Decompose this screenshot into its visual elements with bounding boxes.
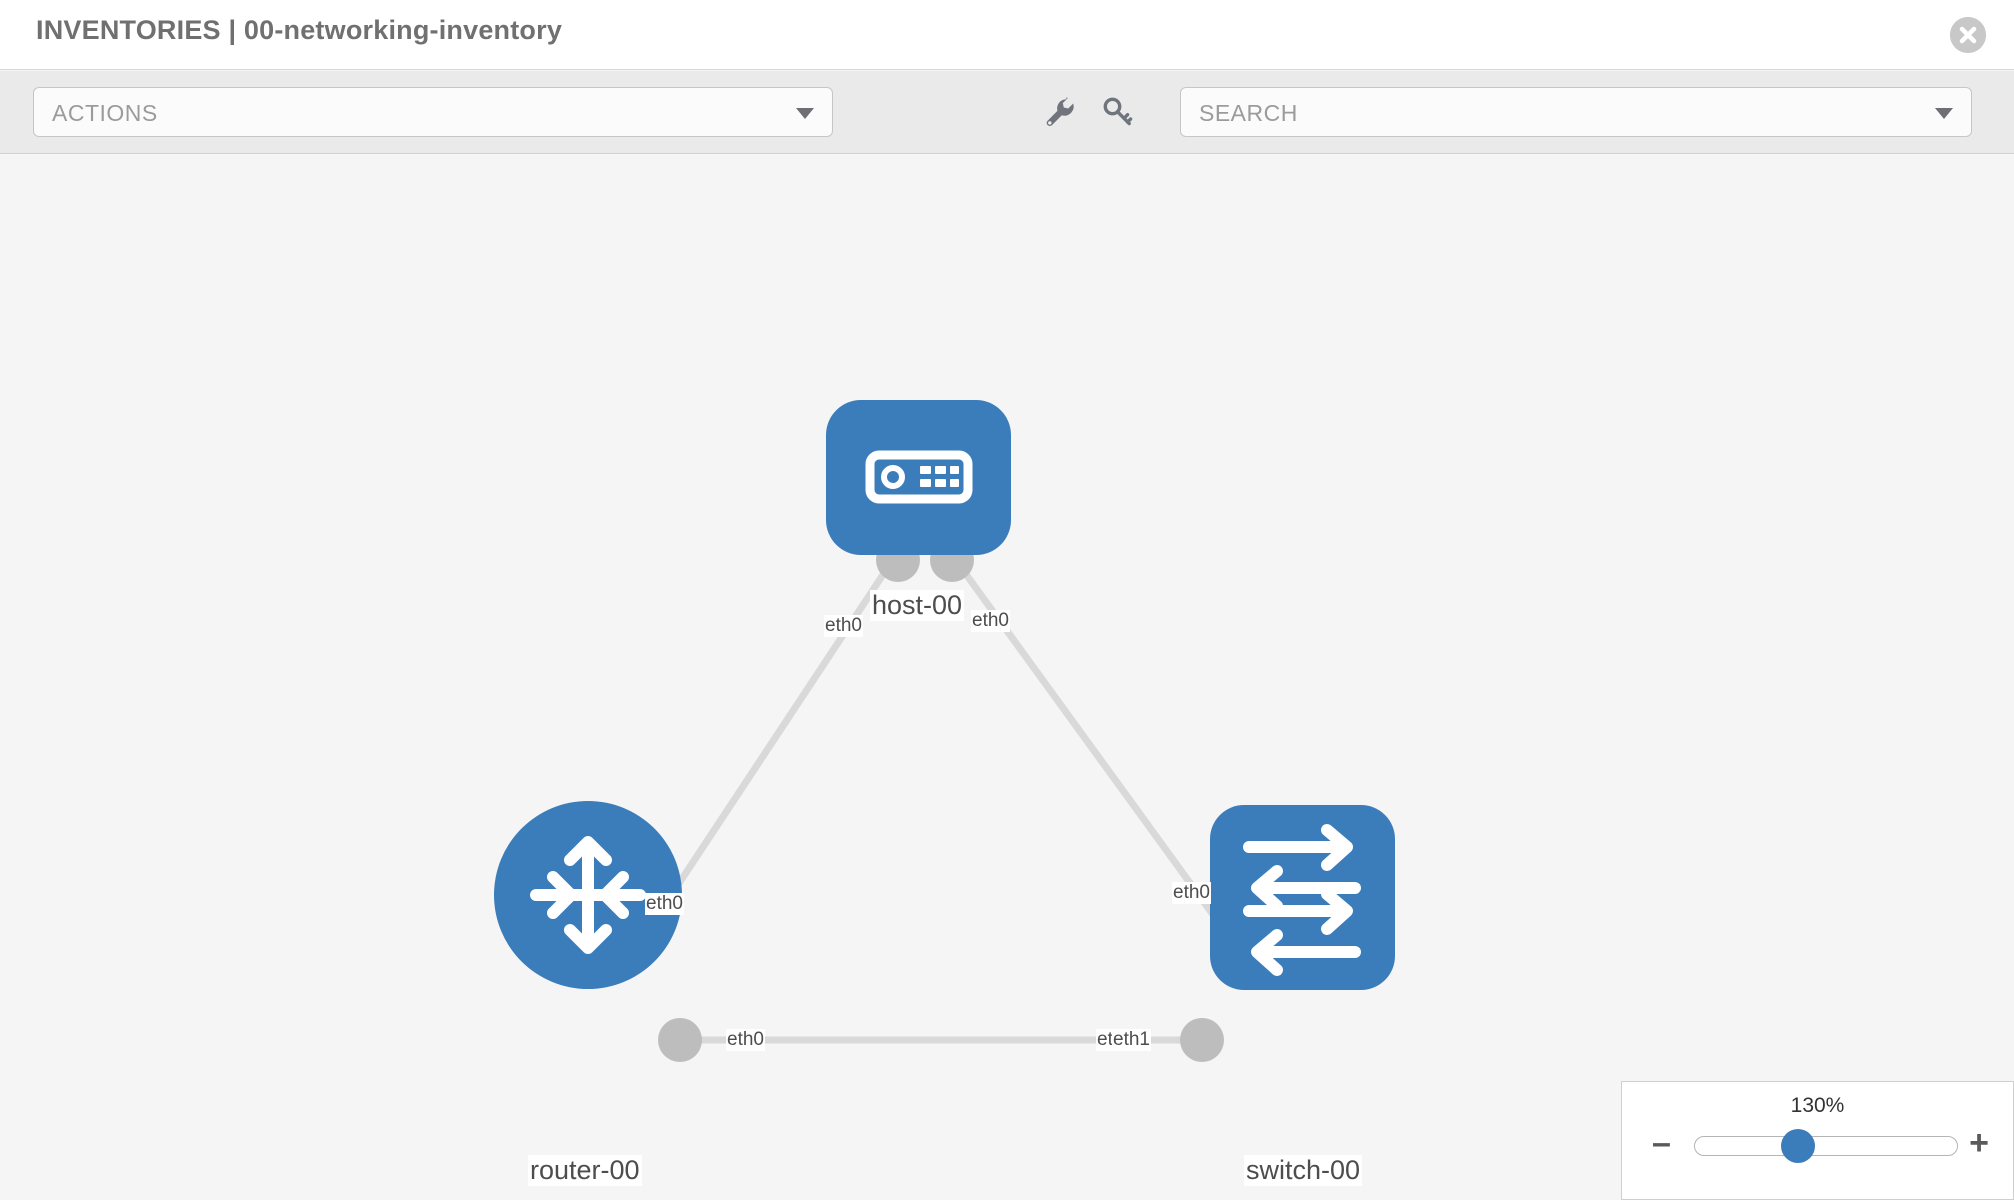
node-label-host-00[interactable]: host-00 bbox=[870, 590, 965, 621]
node-label-switch-00[interactable]: switch-00 bbox=[1244, 1155, 1363, 1186]
zoom-control-panel: 130% – + bbox=[1621, 1081, 2014, 1200]
page-header: INVENTORIES | 00-networking-inventory bbox=[0, 0, 2014, 70]
server-icon bbox=[865, 450, 973, 504]
actions-dropdown[interactable]: ACTIONS bbox=[33, 87, 833, 137]
topology-toolbar: ACTIONS SEARCH bbox=[0, 71, 2014, 154]
switch-arrows-icon bbox=[1243, 824, 1361, 976]
node-host-00 bbox=[826, 400, 1011, 555]
iface-label: eth1 bbox=[1112, 1029, 1151, 1051]
iface-label: eth0 bbox=[971, 610, 1010, 632]
zoom-level-value: 130% bbox=[1790, 1094, 1845, 1117]
iface-label: eth0 bbox=[645, 893, 684, 915]
zoom-out-button[interactable]: – bbox=[1652, 1124, 1671, 1162]
zoom-in-button[interactable]: + bbox=[1969, 1124, 1989, 1162]
page-title: INVENTORIES | 00-networking-inventory bbox=[36, 15, 563, 45]
router-arrows-icon bbox=[530, 836, 646, 954]
close-icon[interactable] bbox=[1950, 17, 1986, 53]
node-router-00 bbox=[494, 801, 682, 989]
search-placeholder: SEARCH bbox=[1199, 100, 1298, 126]
zoom-slider-thumb[interactable] bbox=[1781, 1129, 1815, 1163]
iface-label: eth0 bbox=[824, 615, 863, 637]
endpoint-switch-left bbox=[1180, 1018, 1224, 1062]
iface-label: eth0 bbox=[726, 1029, 765, 1051]
wrench-icon[interactable] bbox=[1040, 93, 1078, 131]
topology-links bbox=[622, 552, 1238, 1044]
node-switch-00 bbox=[1210, 805, 1395, 990]
chevron-down-icon[interactable] bbox=[1935, 108, 1953, 119]
chevron-down-icon bbox=[796, 108, 814, 119]
endpoint-router-right bbox=[658, 1018, 702, 1062]
topology-canvas[interactable]: host-00 router-00 switch-00 eth0 eth0 et… bbox=[0, 155, 2014, 1200]
actions-dropdown-label: ACTIONS bbox=[52, 100, 158, 126]
zoom-slider-track[interactable] bbox=[1694, 1136, 1958, 1156]
iface-label: eth0 bbox=[1172, 882, 1211, 904]
node-label-router-00[interactable]: router-00 bbox=[528, 1155, 642, 1186]
search-input[interactable]: SEARCH bbox=[1180, 87, 1972, 137]
key-icon[interactable] bbox=[1098, 93, 1136, 131]
